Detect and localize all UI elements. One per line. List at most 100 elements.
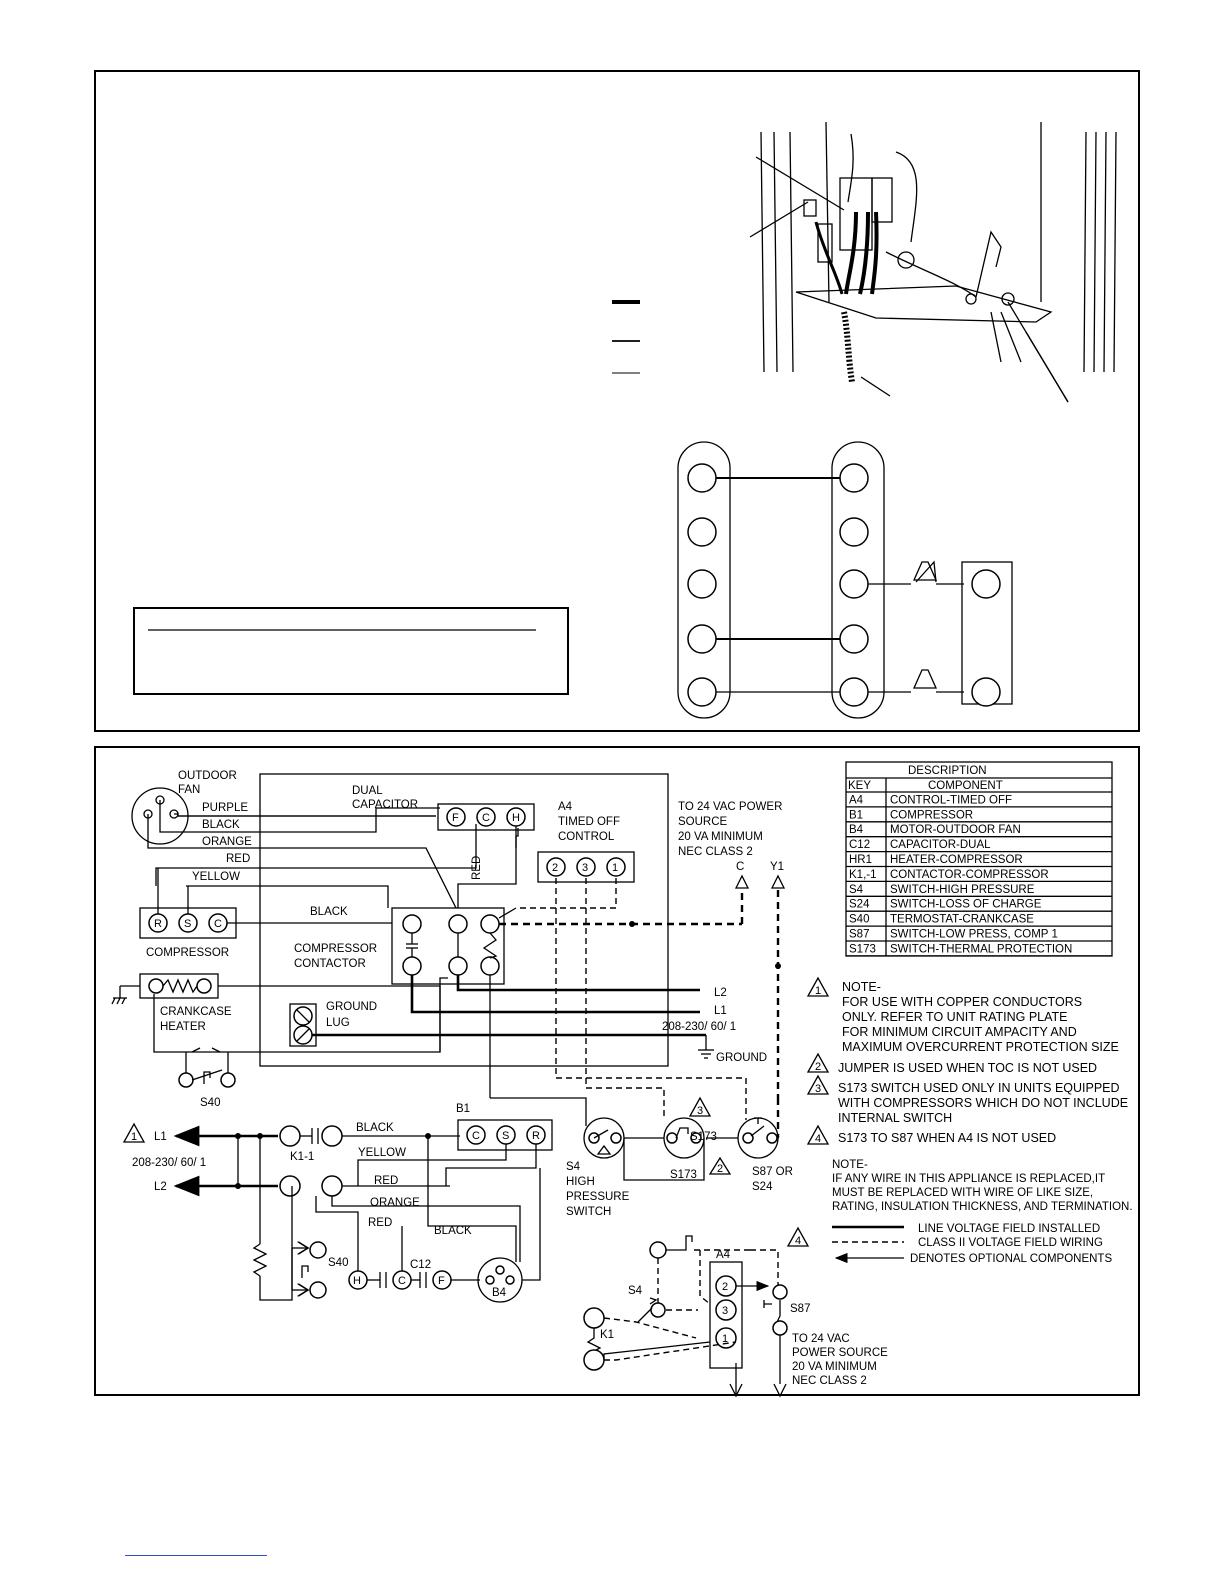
note-1-line-1: NOTE-: [842, 980, 881, 994]
ladder-diagram: 1 L1 208-230/ 60/ 1 L2 K1-1 BLACK YELLOW: [122, 1103, 553, 1303]
compressor-term-s: S: [184, 918, 191, 930]
footer-link-underline[interactable]: [125, 1555, 267, 1556]
note-general-line-2: IF ANY WIRE IN THIS APPLIANCE IS REPLACE…: [832, 1173, 1105, 1185]
note-4-line-1: S173 TO S87 WHEN A4 IS NOT USED: [838, 1131, 1056, 1145]
dual-capacitor-label-2: CAPACITOR: [352, 799, 418, 811]
control-a4-term-2: 2: [722, 1281, 728, 1293]
crankcase-heater: [139, 973, 219, 999]
l2-label: L2: [714, 987, 727, 999]
contactor-label-1: COMPRESSOR: [294, 943, 377, 955]
control-power-3: 20 VA MINIMUM: [792, 1361, 877, 1373]
ground-lug-label-1: GROUND: [326, 1001, 377, 1013]
power-label-4: NEC CLASS 2: [678, 846, 753, 858]
cap-term-h: H: [512, 812, 520, 824]
control-a4-label: A4: [716, 1249, 731, 1261]
a4-timed-off-control: 2 3 1: [537, 851, 635, 883]
s4-high-pressure-switch: [583, 1117, 625, 1159]
control-s173-label: S173: [690, 1131, 717, 1143]
svg-text:2: 2: [717, 1163, 723, 1175]
wire-label-black: BLACK: [202, 819, 240, 831]
compressor-label: COMPRESSOR: [146, 947, 229, 959]
table-row-key: C12: [849, 839, 870, 851]
table-row-component: CAPACITOR-DUAL: [890, 839, 991, 851]
b1-label: B1: [456, 1103, 470, 1115]
table-row-component: MOTOR-OUTDOOR FAN: [890, 824, 1021, 836]
table-row-key: K1,-1: [849, 869, 877, 881]
s4-label-1: S4: [566, 1161, 581, 1173]
c12-term-c: C: [398, 1275, 406, 1287]
wire-label-black-2: BLACK: [310, 906, 348, 918]
wiring-diagram-svg: OUTDOOR FAN PURPLE BLACK ORANGE RED YELL…: [111, 761, 1133, 1398]
unit-schematic: OUTDOOR FAN PURPLE BLACK ORANGE RED YELL…: [111, 770, 793, 1218]
note-general-line-3: MUST BE REPLACED WITH WIRE OF LIKE SIZE,: [832, 1187, 1093, 1199]
legend-optional: DENOTES OPTIONAL COMPONENTS: [910, 1253, 1112, 1265]
b1-term-s: S: [502, 1130, 509, 1142]
ground-lug: [289, 1003, 317, 1047]
ladder-black-label: BLACK: [356, 1122, 394, 1134]
table-row-component: CONTROL-TIMED OFF: [890, 794, 1012, 806]
note-2-line-1: JUMPER IS USED WHEN TOC IS NOT USED: [838, 1061, 1097, 1075]
a4-label-1: A4: [558, 801, 573, 813]
cap-term-c: C: [482, 812, 490, 824]
control-a4-term-3: 3: [722, 1305, 728, 1317]
svg-text:3: 3: [697, 1105, 703, 1117]
ladder-supply-label: 208-230/ 60/ 1: [132, 1157, 206, 1169]
note-3-line-1: S173 SWITCH USED ONLY IN UNITS EQUIPPED: [838, 1081, 1120, 1095]
table-row-key: A4: [849, 794, 864, 806]
ground-label: GROUND: [716, 1052, 767, 1064]
note-box: [133, 607, 569, 695]
wire-label-purple: PURPLE: [202, 802, 248, 814]
b1-term-r: R: [532, 1130, 540, 1142]
note-1-number: 1: [815, 985, 821, 997]
l1-label: L1: [714, 1005, 727, 1017]
svg-text:1: 1: [131, 1131, 137, 1143]
compressor-term-c: C: [214, 918, 222, 930]
b1-term-c: C: [472, 1130, 480, 1142]
s173-label: S173: [670, 1169, 697, 1181]
note-3-line-2: WITH COMPRESSORS WHICH DO NOT INCLUDE: [838, 1096, 1128, 1110]
a4-label-3: CONTROL: [558, 831, 615, 843]
power-terminal-c: C: [736, 861, 744, 873]
table-row-key: S87: [849, 929, 869, 941]
table-row-component: SWITCH-HIGH PRESSURE: [890, 884, 1035, 896]
c12-term-f: F: [438, 1275, 445, 1287]
note-1-line-2: FOR USE WITH COPPER CONDUCTORS: [842, 995, 1082, 1009]
legend-line-voltage: LINE VOLTAGE FIELD INSTALLED: [918, 1223, 1100, 1235]
table-row-key: S4: [849, 884, 864, 896]
wire-label-red: RED: [226, 853, 250, 865]
ladder-red-label-1: RED: [374, 1175, 398, 1187]
control-power-4: NEC CLASS 2: [792, 1375, 867, 1387]
ladder-red-label-2: RED: [368, 1217, 392, 1229]
table-row-component: TERMOSTAT-CRANKCASE: [890, 914, 1034, 926]
note-1-line-3: ONLY. REFER TO UNIT RATING PLATE: [842, 1010, 1068, 1024]
power-label-2: SOURCE: [678, 816, 728, 828]
a4-term-3: 3: [582, 862, 588, 874]
power-label-1: TO 24 VAC POWER: [678, 801, 782, 813]
top-panel: [94, 70, 1140, 732]
k1-1-label: K1-1: [290, 1151, 314, 1163]
control-circuit: 3 S173 4 A4 2 3 1 S4: [583, 1096, 888, 1398]
outdoor-fan-label-2: FAN: [178, 784, 200, 796]
compressor-terminals: R S C: [139, 907, 237, 939]
wire-label-red-vertical: RED: [471, 856, 483, 880]
a4-term-2: 2: [552, 862, 558, 874]
a4-label-2: TIMED OFF: [558, 816, 620, 828]
notes: 1 NOTE- FOR USE WITH COPPER CONDUCTORS O…: [806, 976, 1133, 1265]
table-row-key: B1: [849, 809, 863, 821]
table-row-component: SWITCH-THERMAL PROTECTION: [890, 943, 1072, 955]
compressor-contactor: [391, 907, 505, 985]
dual-capacitor-terminals: F C H: [437, 803, 535, 831]
table-row-component: CONTACTOR-COMPRESSOR: [890, 869, 1049, 881]
note-general-line-1: NOTE-: [832, 1159, 868, 1171]
note-1-line-4: FOR MINIMUM CIRCUIT AMPACITY AND: [842, 1025, 1077, 1039]
s40-label: S40: [200, 1097, 220, 1109]
table-row-component: SWITCH-LOW PRESS, COMP 1: [890, 929, 1058, 941]
s87-label-2: S24: [752, 1181, 773, 1193]
table-row-component: SWITCH-LOSS OF CHARGE: [890, 899, 1042, 911]
ladder-black-label-2: BLACK: [434, 1225, 472, 1237]
table-col-component: COMPONENT: [928, 780, 1003, 792]
control-s87-label: S87: [790, 1303, 810, 1315]
svg-text:4: 4: [795, 1235, 801, 1247]
